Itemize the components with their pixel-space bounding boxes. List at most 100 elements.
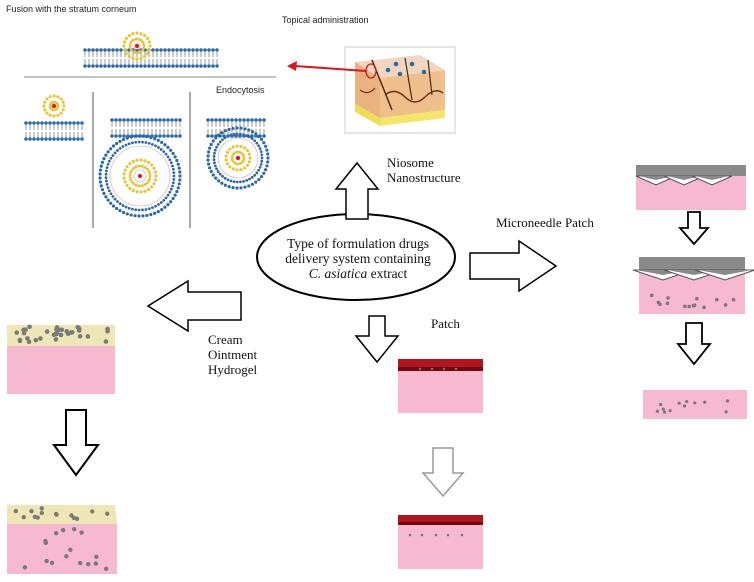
lipid-head: [155, 64, 159, 68]
vesicle-head: [98, 168, 103, 172]
lipid-head: [222, 118, 226, 122]
vesicle-head: [135, 190, 139, 194]
center-line1: Type of formulation drugs: [287, 236, 429, 251]
vesicle-head: [255, 171, 259, 175]
lipid-head: [130, 118, 134, 122]
vesicle-head: [250, 130, 255, 134]
lipid-head: [87, 48, 91, 52]
vesicle-head: [166, 145, 170, 149]
lipid-head: [99, 48, 103, 52]
vesicle-head: [121, 145, 125, 148]
arrow-up-niosome: [334, 161, 380, 220]
vesicle-head: [152, 182, 156, 186]
drug-particle: [68, 547, 73, 552]
vesicle-head: [106, 150, 110, 154]
lipid-head: [203, 48, 207, 52]
vesicle-head: [217, 179, 221, 183]
drug-particle: [659, 402, 663, 407]
lipid-head: [207, 48, 211, 52]
vesicle-head: [129, 178, 133, 182]
microneedle-step-2: [632, 257, 754, 314]
vesicle-head: [111, 195, 115, 198]
vesicle-head: [42, 104, 46, 108]
pointer-arrow: [287, 61, 367, 72]
vesicle-head: [137, 134, 141, 138]
lipid-head: [203, 64, 207, 68]
lipid-head: [154, 134, 158, 138]
vesicle-head: [177, 166, 181, 170]
drug-particle: [58, 332, 64, 338]
vesicle-head: [212, 154, 216, 158]
vesicle-head: [121, 204, 125, 207]
vesicle-head: [154, 144, 157, 148]
vesicle-head: [169, 187, 173, 191]
lipid-head: [95, 64, 99, 68]
vesicle-head: [235, 126, 239, 130]
drug-particle: [665, 301, 670, 306]
drug-particle: [33, 337, 39, 343]
vesicle-head: [147, 179, 151, 183]
vesicle-head: [223, 183, 227, 187]
lipid-head: [262, 134, 266, 138]
vesicle-head: [133, 37, 137, 41]
vesicle-head: [151, 206, 154, 210]
vesicle-head: [227, 185, 231, 189]
drug-particle: [703, 400, 707, 404]
vesicle-head: [242, 146, 247, 150]
lipid-head: [174, 134, 178, 138]
vesicle-head: [265, 164, 269, 168]
vesicle-head: [235, 186, 239, 190]
vesicle-head: [172, 177, 176, 181]
drug-particle: [60, 527, 66, 533]
lipid-head: [163, 64, 167, 68]
vesicle-head: [135, 37, 139, 41]
drug-particle: [724, 410, 728, 414]
vesicle-head: [164, 196, 168, 200]
vesicle-head: [213, 151, 216, 155]
label-fusion: Fusion with the stratum corneum: [6, 4, 137, 14]
fusion-vesicle: [122, 31, 152, 61]
drug-particle: [454, 367, 458, 371]
vesicle-head: [171, 196, 175, 201]
lipid-head: [52, 137, 56, 141]
vesicle-head: [127, 54, 131, 59]
lipid-head: [24, 137, 28, 141]
vesicle-head: [247, 128, 251, 132]
drug-particle: [78, 560, 83, 566]
label-cream: Cream: [208, 332, 243, 347]
vesicle-head: [225, 150, 230, 154]
lipid-head: [72, 121, 76, 125]
lipid-head: [183, 48, 187, 52]
vesicle-head: [113, 197, 117, 201]
microneedle-core: [667, 176, 701, 180]
vesicle-head: [106, 198, 110, 202]
lipid-head: [226, 118, 230, 122]
vesicle-head: [136, 164, 140, 168]
arrow-down-microneedle-1: [678, 211, 710, 246]
drug-particle: [39, 510, 44, 516]
center-line2: delivery system containing: [285, 251, 431, 266]
lipid-head: [262, 118, 266, 122]
lipid-head: [64, 121, 68, 125]
label-niosome-line1: Niosome: [387, 155, 434, 170]
lipid-head: [111, 64, 115, 68]
drug-particle: [668, 409, 672, 413]
vesicle-head: [104, 195, 108, 199]
lipid-head: [48, 137, 52, 141]
vesicle-head: [136, 184, 140, 188]
vesicle-head: [176, 186, 180, 190]
lipid-head: [68, 137, 72, 141]
vesicle-head: [137, 214, 141, 218]
lipid-head: [83, 64, 87, 68]
drug-particle: [13, 508, 19, 514]
lipid-head: [76, 121, 80, 125]
vesicle-head: [259, 137, 264, 142]
drug-particle: [693, 401, 697, 405]
vesicle-head: [258, 165, 262, 169]
arrow-down-patch: [354, 315, 400, 364]
label-microneedle-patch: Microneedle Patch: [496, 215, 594, 230]
vesicle-head: [172, 174, 176, 178]
fusion-membrane: [83, 48, 219, 68]
vesicle-head: [125, 164, 129, 169]
vesicle-head: [257, 177, 261, 182]
